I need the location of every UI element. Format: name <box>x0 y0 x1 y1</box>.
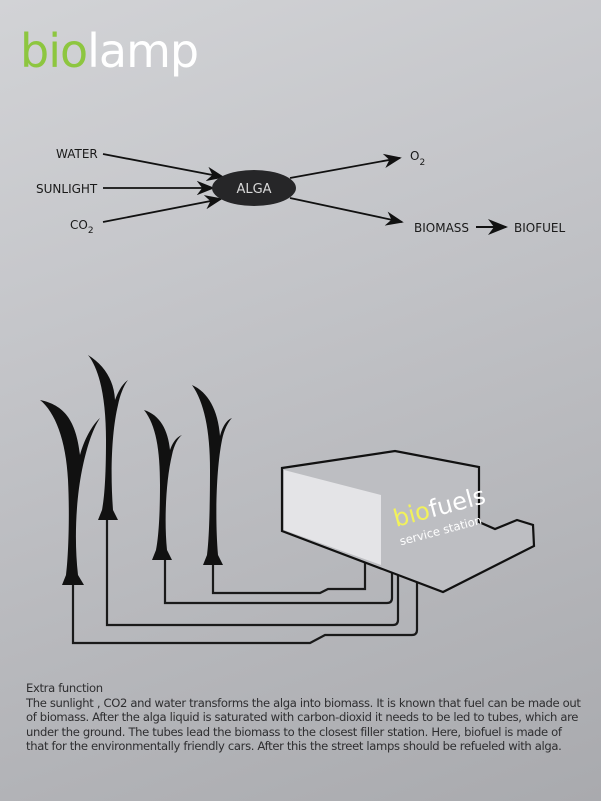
alga-node <box>212 170 296 206</box>
label-co2: CO2 <box>70 218 94 236</box>
process-diagram: WATER SUNLIGHT CO2 ALGA O2 BIOMASS BIOFU… <box>36 147 565 236</box>
description-heading: Extra function <box>26 681 103 695</box>
biofuel-station: biofuels service station <box>280 449 536 594</box>
label-o2: O2 <box>410 149 425 168</box>
pipe-2 <box>105 520 400 627</box>
underground-pipes <box>71 520 419 645</box>
street-lamps <box>40 355 232 585</box>
description-body: The sunlight , CO2 and water transforms … <box>26 695 581 754</box>
pipe-3 <box>163 560 394 605</box>
label-alga: ALGA <box>236 182 271 197</box>
arrow-co2 <box>102 195 223 223</box>
biolamp-logo: biolamp <box>20 28 199 74</box>
arrow-biomass <box>289 197 404 226</box>
pipe-1 <box>71 580 419 645</box>
pipe-4 <box>211 560 367 595</box>
arrow-o2 <box>289 153 402 179</box>
description: Extra function The sunlight , CO2 and wa… <box>26 681 586 754</box>
label-water: WATER <box>56 147 98 161</box>
lamp-2 <box>88 355 128 520</box>
arrow-water <box>102 153 225 182</box>
label-biomass: BIOMASS <box>414 221 469 235</box>
lamp-1 <box>40 400 100 585</box>
label-sunlight: SUNLIGHT <box>36 182 98 196</box>
logo-part-bio: bio <box>20 24 88 78</box>
lamp-4 <box>192 385 232 565</box>
logo-part-lamp: lamp <box>87 24 199 78</box>
label-biofuel: BIOFUEL <box>514 221 565 235</box>
lamp-3 <box>144 410 182 560</box>
